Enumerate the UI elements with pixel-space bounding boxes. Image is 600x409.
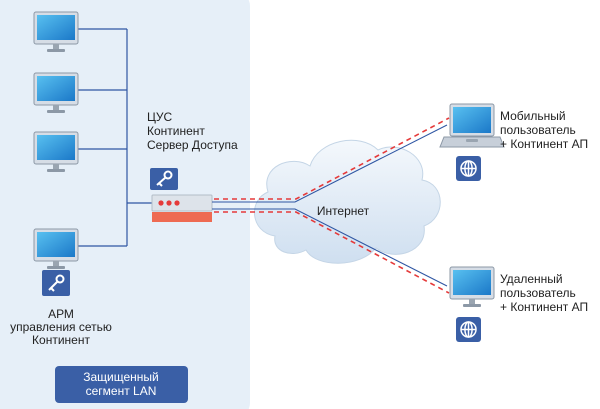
- segment-label-line-2: сегмент LAN: [86, 384, 157, 398]
- server-label-line-3: Сервер Доступа: [147, 138, 238, 152]
- remote-client-badge: [456, 317, 481, 342]
- arm-label-line-2: управления сетью: [10, 320, 112, 334]
- segment-label-line-1: Защищенный: [83, 370, 159, 384]
- mobile-client-badge: [456, 156, 481, 181]
- arm-key-badge: [42, 270, 70, 296]
- internet-cloud: [253, 139, 441, 264]
- globe-icon: [460, 321, 477, 338]
- server-key-badge: [150, 168, 178, 190]
- access-server-device: [151, 194, 213, 222]
- mobile-user-label-line-2: пользователь: [500, 123, 576, 137]
- mobile-user-label-line-1: Мобильный: [500, 109, 566, 123]
- remote-user-label-line-3: + Континент АП: [500, 300, 588, 314]
- mobile-user-laptop: [439, 103, 505, 148]
- connection-wires: [212, 124, 448, 287]
- server-label-line-1: ЦУС: [147, 110, 173, 124]
- server-label-line-2: Континент: [147, 124, 205, 138]
- segment-badge: [55, 366, 188, 403]
- arm-label-line-1: АРМ: [48, 307, 74, 321]
- key-icon: [156, 170, 173, 187]
- key-icon: [48, 274, 65, 292]
- remote-user-label-line-1: Удаленный: [500, 272, 563, 286]
- internet-label: Интернет: [317, 204, 370, 218]
- remote-user-label-line-2: пользователь: [500, 286, 576, 300]
- vpn-tunnels: [214, 117, 450, 294]
- arm-label-line-3: Континент: [32, 333, 90, 347]
- remote-user-monitor: [449, 266, 495, 308]
- mobile-user-label-line-3: + Континент АП: [500, 137, 588, 151]
- globe-icon: [460, 160, 477, 177]
- lan-wires: [78, 28, 152, 247]
